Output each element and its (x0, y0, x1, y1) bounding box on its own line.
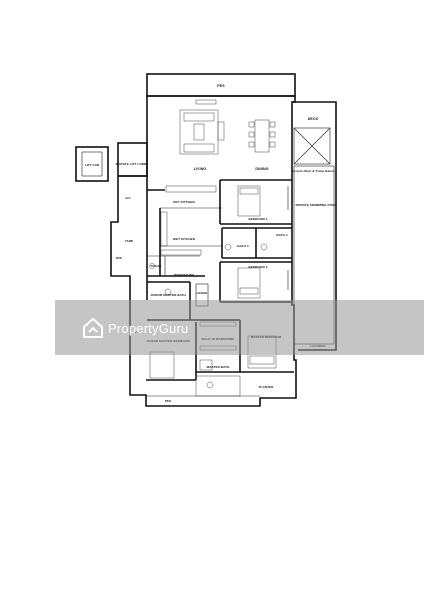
label-ledge: LEDGE (197, 291, 208, 295)
propertyguru-logo-icon (83, 317, 103, 338)
label-ws: W/S (116, 256, 122, 260)
label-living: LIVING (194, 167, 207, 171)
watermark: PropertyGuru (82, 315, 188, 341)
label-deck: DECK (308, 117, 319, 121)
label-system-filter: System Filter & Pump Below (291, 169, 335, 173)
label-junior-master-bath: JUNIOR MASTER BATH (150, 293, 186, 297)
label-bath-3: BATH 3 (237, 244, 248, 248)
watermark-brand: PropertyGuru (108, 320, 189, 336)
outer-walls (75, 73, 337, 407)
label-yard: YARD (125, 239, 134, 243)
room-labels: PES DECK LIFT CAR PRIVATE LIFT LOBBY LIV… (85, 84, 337, 403)
label-private-lift-lobby: PRIVATE LIFT LOBBY (116, 162, 149, 166)
label-wet-kitchen: WET KITCHEN (173, 237, 195, 241)
label-private-swimming-pool: PRIVATE SWIMMING POOL (296, 203, 337, 207)
label-planter: PLANTER (259, 385, 275, 389)
label-toilet: TOILET (150, 264, 161, 268)
label-pes-top: PES (217, 84, 225, 88)
label-bath-4: BATH 4 (276, 233, 287, 237)
label-dry-kitchen: DRY KITCHEN (173, 200, 194, 204)
interior-walls (146, 176, 294, 397)
label-bedroom-3: BEDROOM 3 (248, 265, 267, 269)
label-powder-rm: POWDER RM (174, 273, 194, 277)
label-dining: DINING (255, 167, 268, 171)
watermark-band (55, 300, 424, 355)
label-master-bath: MASTER BATH (207, 365, 230, 369)
label-ac-ledge: A/C (125, 196, 131, 200)
label-pes-bottom: PES (165, 399, 171, 403)
label-bedroom-4: BEDROOM 4 (248, 217, 267, 221)
label-lift-car: LIFT CAR (85, 163, 100, 167)
